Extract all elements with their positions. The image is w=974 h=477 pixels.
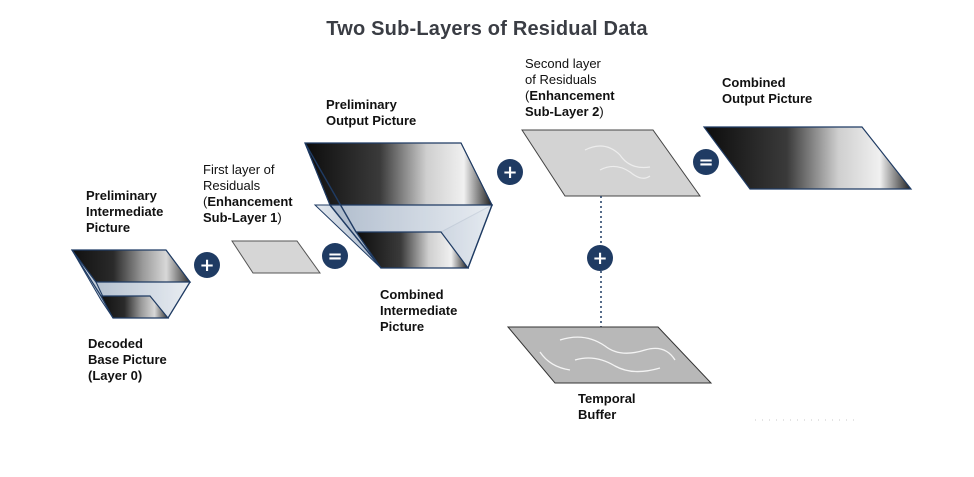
tiger-image-icon	[304, 142, 493, 206]
preliminary-output-label: Preliminary Output Picture	[326, 97, 417, 128]
residual-plane-icon	[521, 129, 701, 197]
preliminary-intermediate-frustum	[70, 249, 192, 319]
preliminary-intermediate-label: Preliminary Intermediate Picture	[86, 188, 164, 235]
plus-operator-icon: +	[194, 252, 220, 278]
residual-plane-icon	[506, 326, 713, 384]
combined-output-label: Combined Output Picture	[722, 75, 813, 106]
svg-text:=: =	[327, 246, 342, 267]
svg-text:=: =	[698, 152, 713, 173]
plus-operator-icon: +	[587, 245, 613, 271]
equals-operator-icon: =	[693, 149, 719, 175]
temporal-buffer-label: Temporal Buffer	[578, 391, 636, 422]
second-layer-label: Second layer of Residuals (Enhancement S…	[525, 56, 615, 119]
svg-text:+: +	[502, 162, 517, 183]
decoded-base-label: Decoded Base Picture (Layer 0)	[88, 336, 167, 383]
first-layer-label: First layer of Residuals (Enhancement Su…	[203, 162, 293, 225]
combined-intermediate-label: Combined Intermediate Picture	[380, 287, 458, 334]
equals-operator-icon: =	[322, 243, 348, 269]
preliminary-output-frustum	[304, 142, 493, 270]
svg-text:+: +	[199, 255, 214, 276]
tiger-image-icon	[702, 126, 913, 190]
svg-text:+: +	[592, 248, 607, 269]
residual-plane-icon	[231, 240, 321, 274]
diagram-title: Two Sub-Layers of Residual Data	[326, 18, 648, 40]
plus-operator-icon: +	[497, 159, 523, 185]
